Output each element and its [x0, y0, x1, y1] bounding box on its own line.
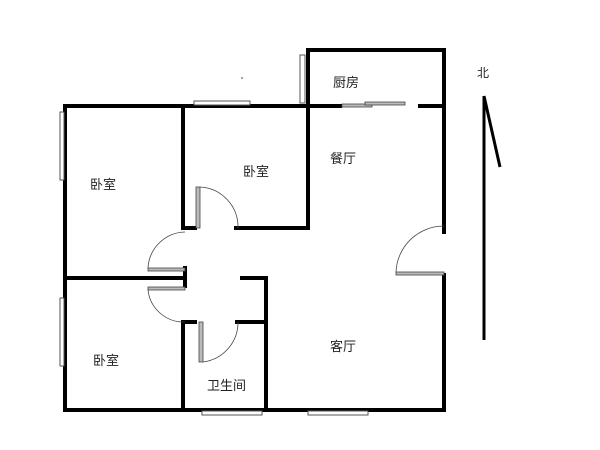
room-label-kitchen: 厨房	[333, 76, 360, 91]
north-arrow-icon	[482, 95, 502, 340]
walls	[63, 48, 446, 412]
room-label-bedroom-nw: 卧室	[90, 178, 117, 193]
north-label: 北	[477, 66, 490, 80]
windows	[59, 54, 406, 416]
room-label-bedroom-n: 卧室	[243, 165, 270, 180]
room-label-living: 客厅	[330, 340, 357, 355]
room-label-dining: 餐厅	[330, 152, 357, 167]
room-label-bedroom-sw: 卧室	[93, 354, 120, 369]
room-label-bathroom: 卫生间	[207, 379, 247, 394]
doors	[147, 186, 445, 363]
